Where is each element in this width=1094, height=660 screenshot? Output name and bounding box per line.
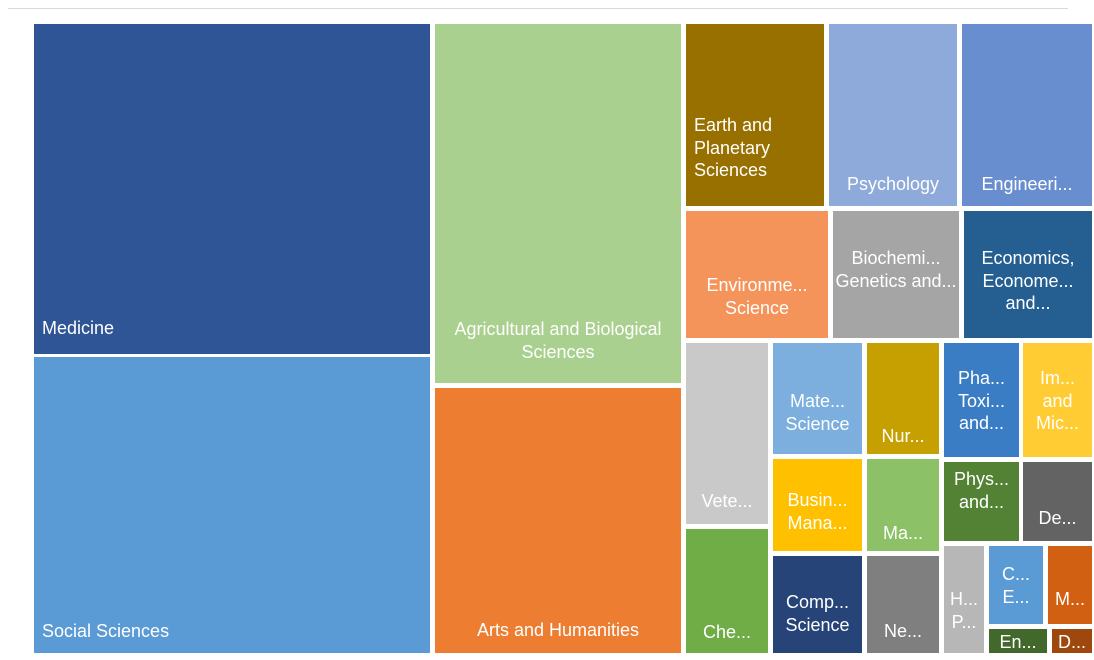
treemap-label-physics-and-astronomy: Phys... and... <box>953 469 1010 512</box>
treemap-tile-earth-and-planetary-sciences[interactable]: Earth and Planetary Sciences <box>686 24 824 206</box>
treemap-label-neuroscience: Ne... <box>883 621 922 641</box>
treemap-label-social-sciences: Social Sciences <box>42 621 170 641</box>
treemap-label-chemistry: Che... <box>702 622 752 642</box>
treemap-label-psychology: Psychology <box>846 174 940 194</box>
treemap-tile-mathematics[interactable]: Ma... <box>867 459 939 551</box>
treemap-tile-physics-and-astronomy[interactable]: Phys... and... <box>944 462 1019 541</box>
treemap-tile-energy[interactable]: En... <box>989 629 1047 653</box>
treemap-tile-chemistry[interactable]: Che... <box>686 529 768 653</box>
treemap-label-earth-and-planetary-sciences: Earth and Planetary Sciences <box>694 115 773 180</box>
treemap-tile-nursing[interactable]: Nur... <box>867 343 939 454</box>
treemap-tile-biochemistry-genetics-and-molecular-biology[interactable]: Biochemi... Genetics and... <box>833 211 959 338</box>
treemap-tile-health-professions[interactable]: H... P... <box>944 546 984 653</box>
treemap-label-business-management-and-accounting: Busin... Mana... <box>787 490 848 533</box>
treemap-label-nursing: Nur... <box>881 426 925 446</box>
treemap-tile-engineering[interactable]: Engineeri... <box>962 24 1092 206</box>
treemap-label-computer-science: Comp... Science <box>785 592 850 635</box>
treemap-tile-immunology-and-microbiology[interactable]: Im... and Mic... <box>1023 343 1092 457</box>
treemap-tile-psychology[interactable]: Psychology <box>829 24 957 206</box>
treemap-tile-computer-science[interactable]: Comp... Science <box>773 556 862 653</box>
treemap-label-mathematics: Ma... <box>882 523 923 543</box>
chart-border <box>8 8 1068 9</box>
treemap-label-engineering: Engineeri... <box>981 174 1073 194</box>
treemap-label-decision-sciences: De... <box>1038 508 1077 528</box>
treemap-label-biochemistry-genetics-and-molecular-biology: Biochemi... Genetics and... <box>835 248 957 291</box>
treemap-tile-business-management-and-accounting[interactable]: Busin... Mana... <box>773 459 862 551</box>
treemap-label-immunology-and-microbiology: Im... and Mic... <box>1036 368 1079 433</box>
treemap-tile-multidisciplinary[interactable]: M... <box>1048 546 1092 624</box>
treemap-label-pharmacology-toxicology-and-pharmaceutics: Pha... Toxi... and... <box>957 368 1006 433</box>
treemap-tile-pharmacology-toxicology-and-pharmaceutics[interactable]: Pha... Toxi... and... <box>944 343 1019 457</box>
treemap-label-veterinary: Vete... <box>701 491 753 511</box>
treemap-label-multidisciplinary: M... <box>1055 589 1085 609</box>
treemap-label-materials-science: Mate... Science <box>785 391 850 434</box>
treemap-tile-chemical-engineering[interactable]: C... E... <box>989 546 1043 624</box>
treemap-label-chemical-engineering: C... E... <box>1001 564 1030 607</box>
treemap-tile-decision-sciences[interactable]: De... <box>1023 462 1092 541</box>
treemap-label-environmental-science: Environme... Science <box>706 275 808 318</box>
treemap-tile-environmental-science[interactable]: Environme... Science <box>686 211 828 338</box>
treemap-tile-dentistry[interactable]: D... <box>1052 629 1092 653</box>
treemap-tile-arts-and-humanities[interactable]: Arts and Humanities <box>435 388 681 653</box>
treemap-tile-social-sciences[interactable]: Social Sciences <box>34 357 430 653</box>
treemap-label-agricultural-and-biological-sciences: Agricultural and Biological Sciences <box>454 319 662 362</box>
treemap-label-medicine: Medicine <box>42 318 115 338</box>
treemap-tile-materials-science[interactable]: Mate... Science <box>773 343 862 454</box>
treemap-label-energy: En... <box>999 632 1037 652</box>
treemap-label-health-professions: H... P... <box>949 589 978 632</box>
treemap-tile-economics-econometrics-and-finance[interactable]: Economics, Econome... and... <box>964 211 1092 338</box>
treemap-tile-veterinary[interactable]: Vete... <box>686 343 768 524</box>
treemap-label-dentistry: D... <box>1057 632 1086 652</box>
treemap-label-economics-econometrics-and-finance: Economics, Econome... and... <box>981 248 1075 313</box>
treemap-tile-agricultural-and-biological-sciences[interactable]: Agricultural and Biological Sciences <box>435 24 681 383</box>
treemap-tile-medicine[interactable]: Medicine <box>34 24 430 354</box>
treemap-tile-neuroscience[interactable]: Ne... <box>867 556 939 653</box>
treemap-label-arts-and-humanities: Arts and Humanities <box>476 620 640 640</box>
